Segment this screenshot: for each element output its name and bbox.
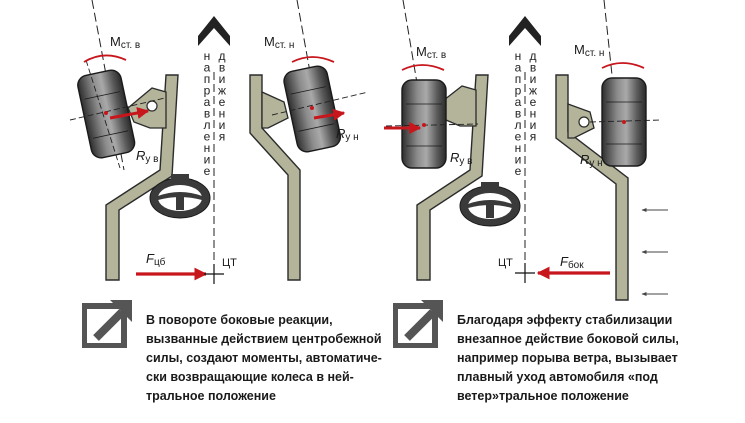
expand-arrow-icon[interactable]	[82, 296, 134, 348]
left-rear-steer-axis	[296, 0, 311, 73]
right-front-bracket	[443, 85, 477, 127]
left-reaction-front-label: Ry в	[136, 148, 158, 165]
left-moment-front-label: Mст. в	[110, 34, 140, 51]
left-caption-line: В повороте боковые реакции,	[146, 313, 333, 327]
left-caption: В повороте боковые реакции, вызванные де…	[146, 311, 382, 406]
right-center-label: ЦТ	[498, 257, 513, 269]
left-force-label: Fцб	[146, 251, 166, 268]
left-frame-left-rail	[105, 74, 179, 281]
right-heading-chevron-icon	[509, 16, 541, 46]
right-caption-line: ветер»тральное положение	[457, 389, 629, 403]
right-reaction-rear-label: Ry н	[580, 152, 603, 169]
left-rear-moment-arc	[291, 56, 335, 63]
right-caption-line: например порыва ветра, вызывает	[457, 351, 678, 365]
right-caption-line: внезапное действие боковой силы,	[457, 332, 679, 346]
left-caption-line: силы, создают моменты, автоматиче-	[146, 351, 382, 365]
left-front-reaction-arrow	[109, 107, 150, 120]
left-heading-chevron-icon	[198, 16, 230, 46]
left-caption-line: ски возвращающие колеса в ней-	[146, 370, 354, 384]
left-caption-line: вызванные действием центробежной	[146, 332, 382, 346]
left-center-label: ЦТ	[222, 257, 237, 269]
right-reaction-front-label: Ry в	[450, 150, 472, 167]
right-steering-wheel	[459, 182, 521, 227]
right-rear-moment-arc	[601, 62, 645, 69]
right-force-label: Fбок	[560, 254, 584, 271]
right-moment-front-label: Mст. в	[416, 44, 446, 61]
left-rear-bracket	[261, 90, 289, 129]
right-frame-left-rail	[416, 74, 489, 281]
expand-arrow-icon[interactable]	[393, 296, 445, 348]
left-front-moment-arc	[83, 54, 127, 63]
right-caption: Благодаря эффекту стабилизации внезапное…	[457, 311, 679, 406]
right-caption-line: плавный уход автомобиля «под	[457, 370, 658, 384]
right-caption-line: Благодаря эффекту стабилизации	[457, 313, 673, 327]
right-front-moment-arc	[401, 64, 445, 71]
right-moment-rear-label: Mст. н	[574, 42, 604, 59]
right-frame-right-rail	[555, 74, 629, 301]
left-moment-rear-label: Mст. н	[264, 34, 294, 51]
left-steering-wheel	[149, 174, 211, 219]
left-rear-reaction-arrow	[313, 108, 346, 121]
left-reaction-rear-label: Ry н	[336, 126, 359, 143]
left-caption-line: тральное положение	[146, 389, 276, 403]
